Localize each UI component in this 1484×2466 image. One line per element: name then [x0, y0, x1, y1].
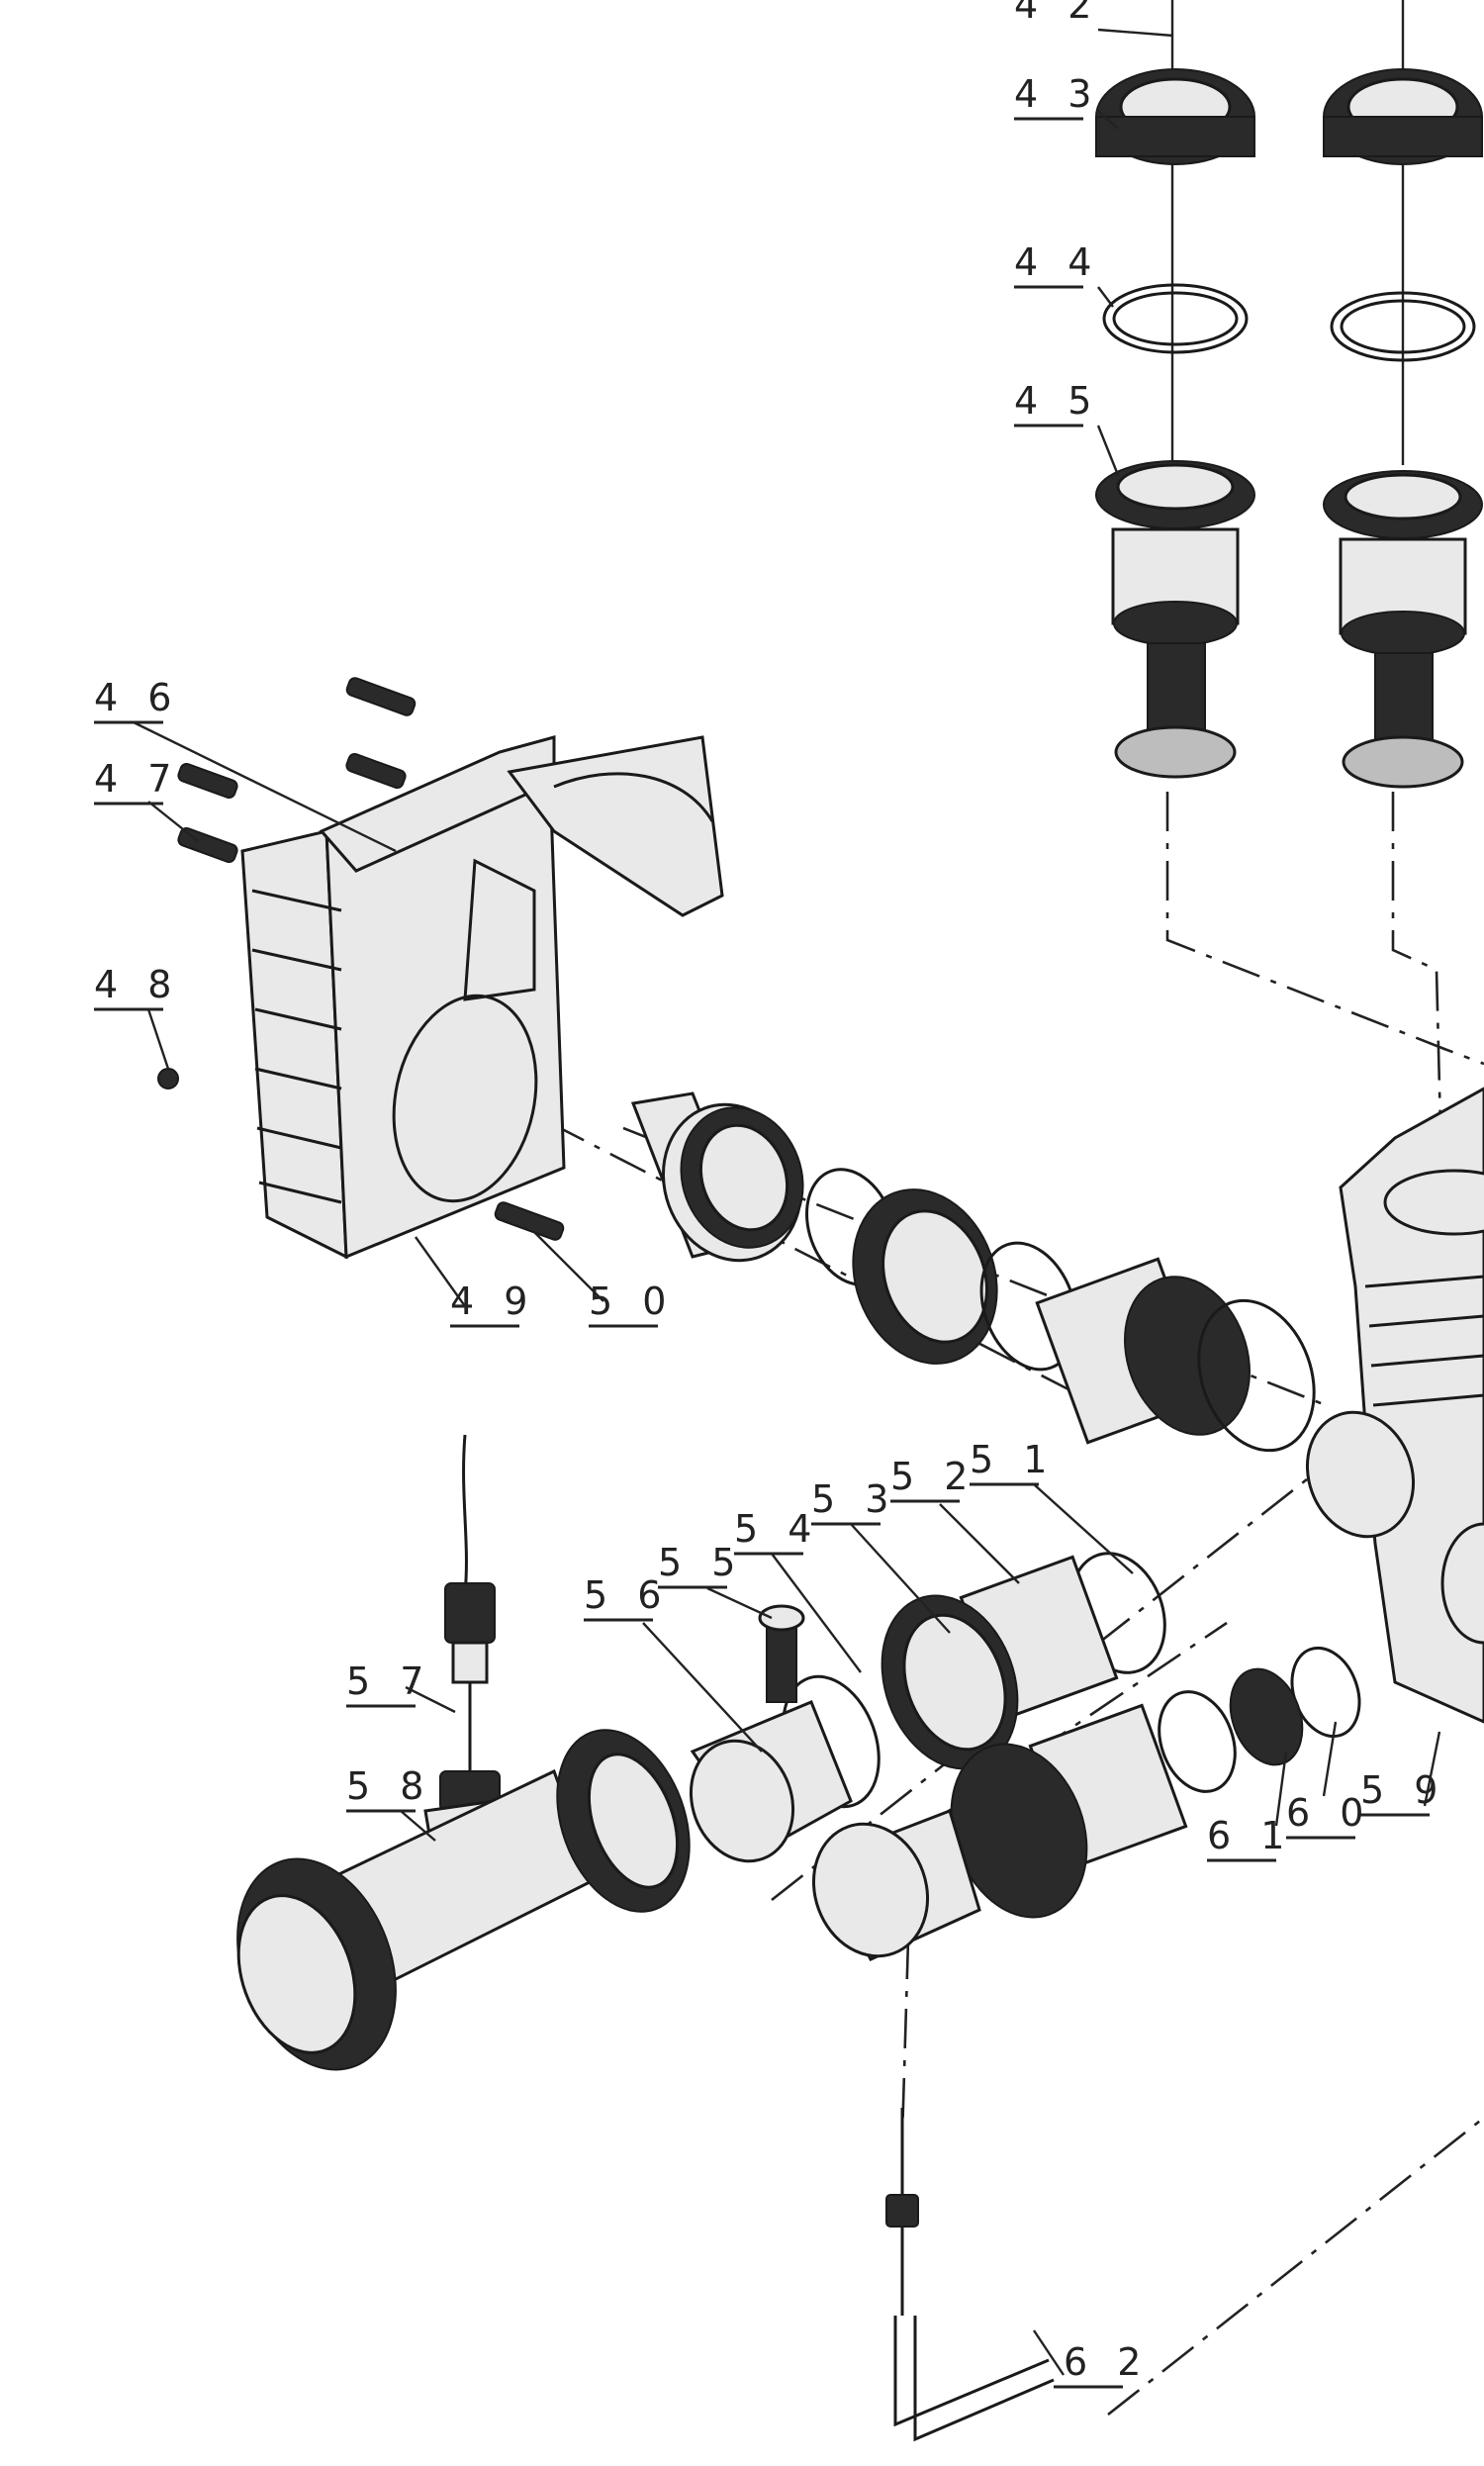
- callout-50: 5 0: [589, 1280, 675, 1323]
- callout-57: 5 7: [346, 1660, 432, 1703]
- callout-56: 5 6: [584, 1573, 670, 1617]
- drain-tube: [885, 2108, 1055, 2442]
- callout-58: 5 8: [346, 1764, 432, 1808]
- leader-lines: [133, 28, 1441, 2376]
- callout-49: 4 9: [450, 1280, 536, 1323]
- callout-60: 6 0: [1286, 1791, 1372, 1835]
- callout-55: 5 5: [658, 1541, 744, 1584]
- valve-body: [1305, 1087, 1484, 1724]
- callout-46: 4 6: [94, 676, 180, 719]
- mounting-bracket: [157, 677, 724, 1260]
- callout-59: 5 9: [1360, 1768, 1446, 1812]
- callout-51: 5 1: [970, 1438, 1056, 1481]
- callout-47: 4 7: [94, 757, 180, 801]
- callout-62: 6 2: [1064, 2340, 1150, 2384]
- piston-assembly-left: [1095, 68, 1255, 779]
- bracket-slots: [251, 889, 342, 1204]
- callout-42: 4 2: [1014, 0, 1100, 27]
- callout-44: 4 4: [1014, 240, 1100, 284]
- callouts: 4 2 4 3 4 4 4 5 4 6 4 7 4 8 4 9 5 0 5 1 …: [94, 0, 1446, 2389]
- bracket-bolts: [157, 677, 565, 1241]
- callout-48: 4 8: [94, 963, 180, 1006]
- piston-assembly-right: [1323, 68, 1483, 789]
- callout-54: 5 4: [734, 1507, 820, 1551]
- bypass-pipe-assembly: [236, 1434, 691, 2071]
- lower-union-assembly: [689, 1552, 1361, 1961]
- callout-53: 5 3: [811, 1477, 897, 1521]
- callout-52: 5 2: [890, 1455, 976, 1498]
- callout-61: 6 1: [1207, 1814, 1293, 1857]
- callout-45: 4 5: [1014, 379, 1100, 423]
- upper-union-assembly: [630, 1091, 1316, 1453]
- callout-43: 4 3: [1014, 72, 1100, 116]
